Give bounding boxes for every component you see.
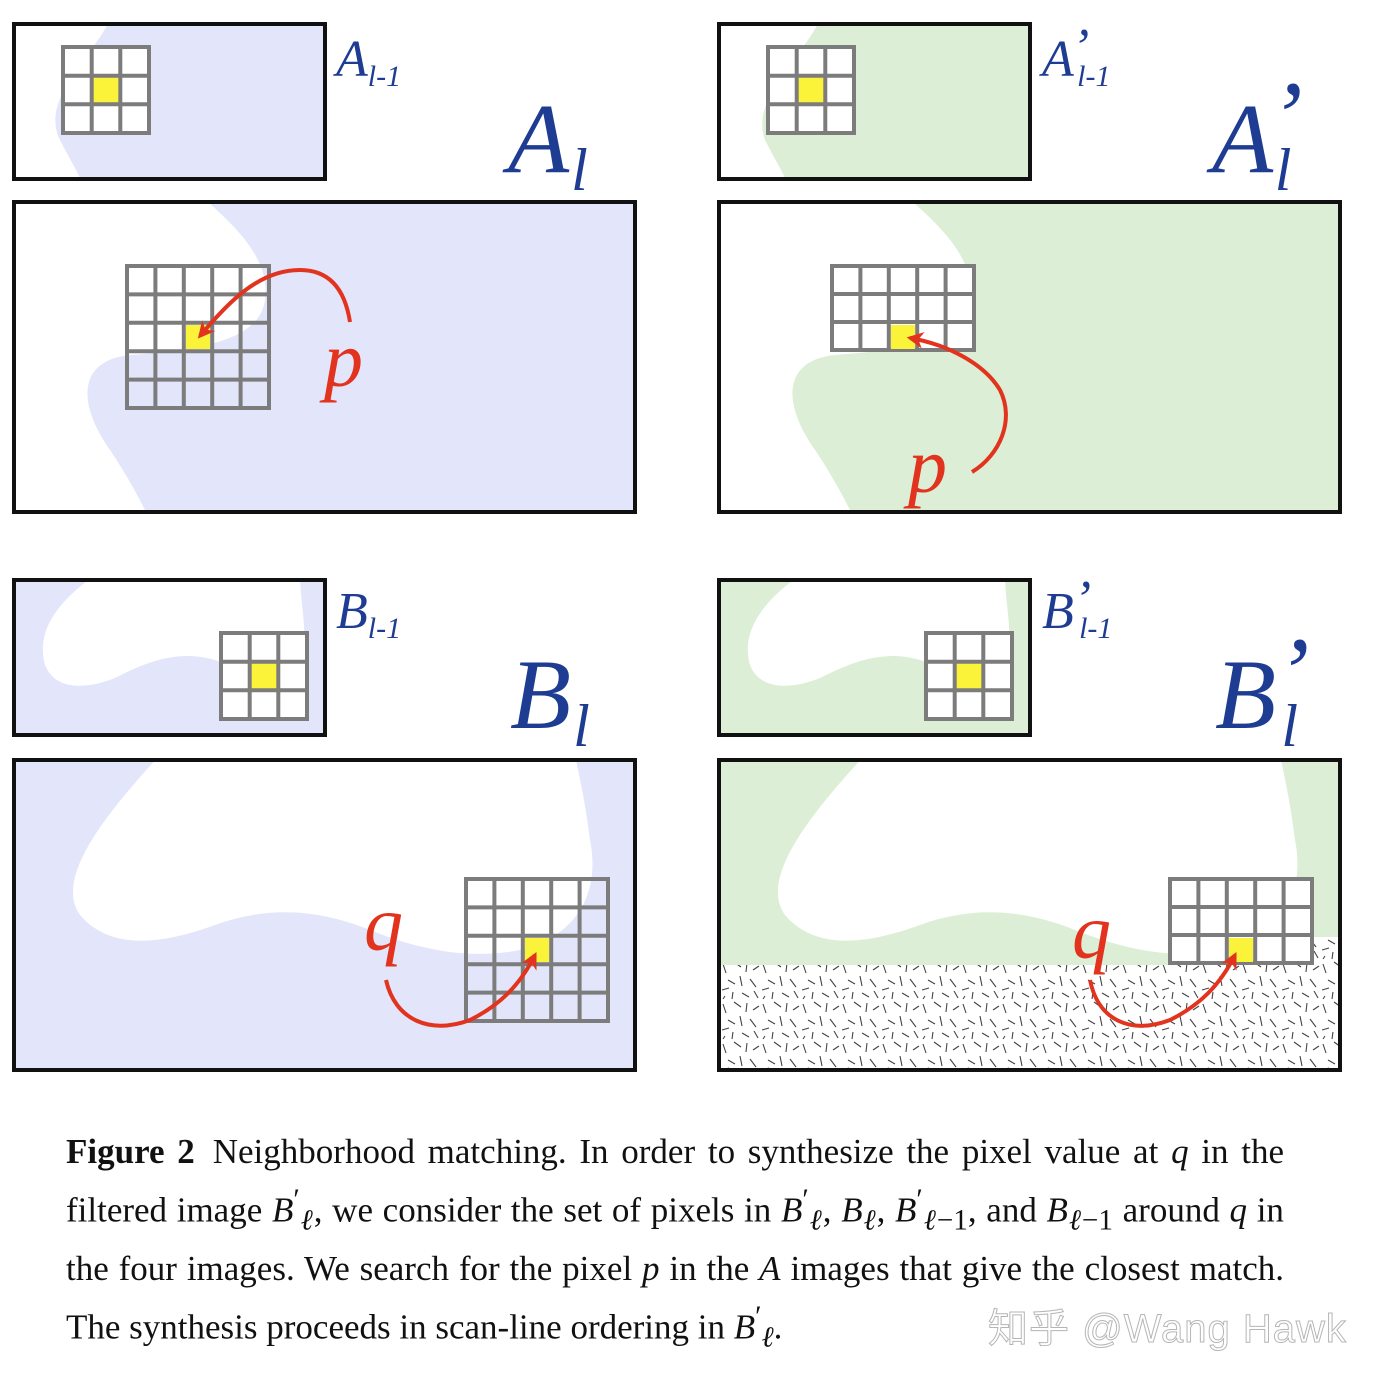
panel-b-prime-l <box>717 758 1342 1072</box>
arrow-q <box>1088 951 1237 1028</box>
panel-a-prime-l <box>717 200 1342 514</box>
panel-b-prime-l-minus-1 <box>717 578 1032 737</box>
figure-diagram: Al-1 Al A’l-1 A’l Bl-1 Bl B’l-1 B’l p p … <box>12 19 1342 1072</box>
neighborhood-grid <box>830 264 976 352</box>
label-p-a: p <box>319 316 363 403</box>
label-a-l-minus-1: Al-1 <box>333 31 401 93</box>
label-q-b: q <box>364 880 403 967</box>
label-b-l-minus-1: Bl-1 <box>336 583 401 645</box>
region-white <box>777 760 1298 954</box>
region-white <box>72 760 593 954</box>
label-b-prime-l: B’l <box>1215 617 1309 759</box>
region-blue <box>87 202 635 512</box>
label-a-prime-l-minus-1: A’l-1 <box>1039 19 1111 93</box>
neighborhood-grid <box>766 45 856 135</box>
label-a-prime-l: A’l <box>1206 61 1303 203</box>
arrow-p <box>906 332 1008 474</box>
neighborhood-grid <box>924 631 1014 721</box>
neighborhood-grid <box>61 45 151 135</box>
figure-caption: Figure 2 Neighborhood matching. In order … <box>66 1132 1285 1354</box>
arrow-q <box>384 951 537 1028</box>
arrow-p <box>197 267 352 339</box>
panel-b-l <box>12 758 637 1072</box>
panel-a-prime-l-minus-1 <box>717 22 1032 181</box>
label-b-prime-l-minus-1: B’l-1 <box>1042 571 1112 645</box>
neighborhood-grid <box>219 631 309 721</box>
figure-label: Figure 2 <box>66 1132 195 1171</box>
caption-text: Neighborhood matching. In order to synth… <box>212 1132 1172 1171</box>
label-q-b-prime: q <box>1072 888 1111 975</box>
neighborhood-grid <box>464 877 610 1023</box>
panel-b-l-minus-1 <box>12 578 327 737</box>
panel-a-l-minus-1 <box>12 22 327 181</box>
neighborhood-grid <box>1168 877 1314 965</box>
label-a-l: Al <box>502 83 588 203</box>
watermark: 知乎 @Wang Hawk <box>988 1307 1347 1352</box>
label-p-a-prime: p <box>903 422 947 509</box>
region-green <box>792 202 1340 512</box>
label-b-l: Bl <box>510 639 590 759</box>
panel-a-l <box>12 200 637 514</box>
